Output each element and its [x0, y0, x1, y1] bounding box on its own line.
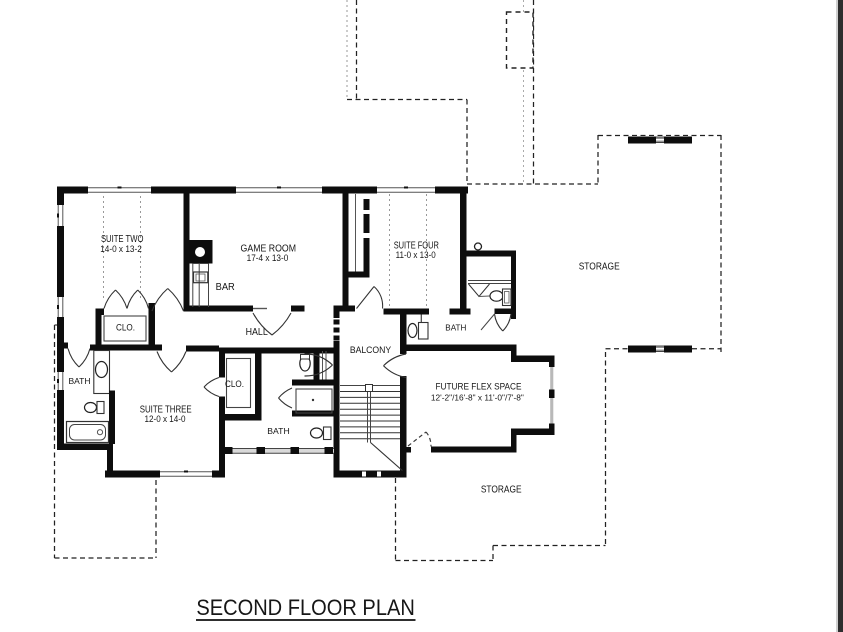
svg-text:BAR: BAR	[216, 282, 235, 293]
svg-text:11-0 x 13-0: 11-0 x 13-0	[396, 250, 436, 261]
svg-text:BATH: BATH	[445, 323, 466, 333]
svg-text:12-0 x 14-0: 12-0 x 14-0	[145, 414, 186, 425]
svg-text:SUITE THREE: SUITE THREE	[140, 405, 192, 416]
svg-text:STORAGE: STORAGE	[579, 262, 620, 273]
svg-text:SECOND FLOOR PLAN: SECOND FLOOR PLAN	[196, 595, 415, 620]
svg-text:CLO.: CLO.	[116, 323, 135, 333]
svg-text:BATH: BATH	[267, 426, 289, 436]
svg-text:GAME ROOM: GAME ROOM	[241, 244, 296, 255]
svg-text:BATH: BATH	[69, 376, 91, 386]
svg-text:CLO.: CLO.	[225, 379, 244, 389]
svg-text:HALL: HALL	[246, 327, 269, 338]
svg-text:17-4 x 13-0: 17-4 x 13-0	[247, 253, 289, 264]
svg-text:FUTURE FLEX SPACE: FUTURE FLEX SPACE	[436, 382, 522, 393]
svg-text:14-0 x 13-2: 14-0 x 13-2	[100, 244, 142, 255]
svg-text:BALCONY: BALCONY	[350, 345, 392, 356]
svg-text:12'-2"/16'-8" x 11'-0"/7'-8": 12'-2"/16'-8" x 11'-0"/7'-8"	[431, 394, 524, 403]
svg-text:SUITE TWO: SUITE TWO	[101, 234, 144, 245]
svg-text:STORAGE: STORAGE	[481, 485, 522, 496]
svg-text:SUITE FOUR: SUITE FOUR	[394, 241, 439, 252]
